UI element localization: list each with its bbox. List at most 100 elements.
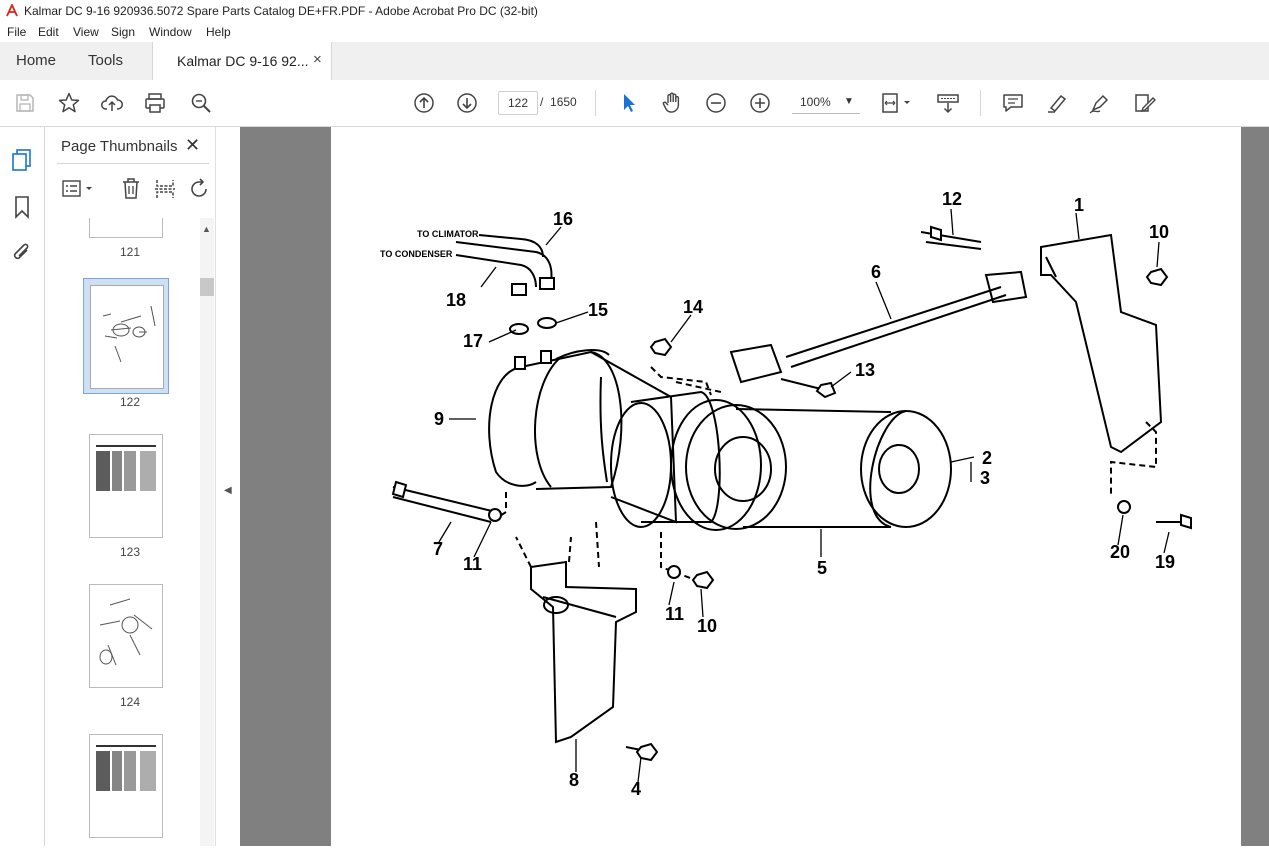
scroll-mode-icon[interactable] [936,91,960,115]
toolbar: 122 / 1650 100% ▼ [0,80,1269,127]
thumbnail-page[interactable] [89,584,163,688]
chevron-down-icon: ▼ [844,96,854,107]
pdf-page: TO CLIMATOR TO CONDENSER 1 2 3 4 5 6 7 8… [331,127,1241,846]
tab-row: Home Tools Kalmar DC 9-16 92... × [0,42,1269,81]
zoom-in-icon[interactable] [748,91,772,115]
thumbnails-icon[interactable] [10,148,34,172]
fill-sign-icon[interactable] [1133,91,1157,115]
label-15: 15 [588,300,608,320]
tab-tools[interactable]: Tools [88,52,124,69]
label-1: 1 [1074,195,1084,215]
acrobat-logo-icon [6,4,18,17]
menu-view[interactable]: View [73,25,99,39]
hand-icon[interactable] [660,91,684,115]
label-5: 5 [817,558,827,578]
menu-sign[interactable]: Sign [111,25,136,39]
label-to-climator: TO CLIMATOR [417,229,479,239]
label-18: 18 [446,290,466,310]
window-title: Kalmar DC 9-16 920936.5072 Spare Parts C… [24,4,538,18]
thumbnail-page[interactable] [89,734,163,838]
label-11: 11 [463,554,482,574]
zoom-value: 100% [800,95,831,109]
thumbnail-label: 122 [119,395,141,409]
label-10: 10 [1149,222,1169,242]
toolbar-divider [980,90,981,116]
label-11b: 11 [665,604,684,624]
thumbnail-options-icon[interactable] [61,178,97,200]
thumbnail-selected[interactable] [83,278,169,394]
delete-page-icon[interactable] [120,177,142,201]
toolbar-divider [595,90,596,116]
label-8: 8 [569,770,579,790]
panel-title: Page Thumbnails [61,138,178,155]
thumbnails-panel: Page Thumbnails ✕ 121 122 123 [45,127,215,846]
zoom-select[interactable]: 100% ▼ [792,91,860,114]
panel-collapse-strip[interactable]: ◀ [215,127,240,846]
pointer-icon[interactable] [617,91,641,115]
label-to-condenser: TO CONDENSER [380,249,453,259]
compressor-rear [488,366,537,487]
label-16: 16 [553,209,573,229]
label-7: 7 [433,539,443,559]
thumbnail-label: 121 [119,245,141,259]
page-total: / 1650 [540,95,577,109]
menu-help[interactable]: Help [206,25,231,39]
comment-icon[interactable] [1001,91,1025,115]
tab-document[interactable]: Kalmar DC 9-16 92... × [152,42,332,80]
scroll-up-icon[interactable]: ▲ [202,224,211,234]
parts-diagram: TO CLIMATOR TO CONDENSER 1 2 3 4 5 6 7 8… [380,189,1192,799]
page-down-icon[interactable] [455,91,479,115]
panel-divider [57,163,209,164]
thumbnail-label: 123 [119,545,141,559]
thumbnail-page[interactable] [89,434,163,538]
left-rail [0,127,45,846]
tab-document-label: Kalmar DC 9-16 92... [177,53,309,69]
page-number-input[interactable]: 122 [498,91,538,115]
panel-close-button[interactable]: ✕ [185,135,201,155]
label-17: 17 [463,331,483,351]
bookmark-icon[interactable] [12,195,32,219]
thumbnail-diagram [99,598,153,666]
label-12: 12 [942,189,962,209]
thumbnails-scrollbar[interactable]: ▲ [200,218,214,846]
title-bar: Kalmar DC 9-16 920936.5072 Spare Parts C… [0,0,1269,22]
thumbnail-diagram [102,305,156,363]
draw-icon[interactable] [1088,91,1112,115]
scrollbar-thumb[interactable] [200,278,214,296]
menu-file[interactable]: File [7,25,27,39]
label-4: 4 [631,779,641,799]
highlight-icon[interactable] [1045,91,1069,115]
thumbnail-table [96,445,156,491]
label-13: 13 [855,360,875,380]
collapse-arrow-icon[interactable]: ◀ [224,485,232,496]
save-icon[interactable] [13,91,37,115]
label-14: 14 [683,297,703,317]
label-3: 3 [980,468,990,488]
page-total-count: 1650 [550,95,577,109]
attachment-icon[interactable] [11,241,33,265]
zoom-search-icon[interactable] [189,91,213,115]
label-10b: 10 [697,616,717,636]
fit-page-icon[interactable] [880,91,914,115]
extract-page-icon[interactable] [153,177,177,201]
label-9: 9 [434,409,444,429]
star-icon[interactable] [57,91,81,115]
thumbnail-table [96,745,156,791]
label-6: 6 [871,262,881,282]
print-icon[interactable] [143,91,167,115]
thumbnail-label: 124 [119,695,141,709]
page-separator: / [540,95,544,109]
menu-bar: File Edit View Sign Window Help [0,22,1269,42]
tab-home[interactable]: Home [16,52,57,69]
zoom-out-icon[interactable] [704,91,728,115]
rotate-page-icon[interactable] [187,177,211,201]
menu-edit[interactable]: Edit [38,25,59,39]
upload-icon[interactable] [100,91,124,115]
label-2: 2 [982,448,992,468]
label-19: 19 [1155,552,1175,572]
label-20: 20 [1110,542,1130,562]
page-up-icon[interactable] [412,91,436,115]
menu-window[interactable]: Window [149,25,192,39]
tab-close-button[interactable]: × [313,51,322,68]
thumbnail-page[interactable] [89,218,163,238]
